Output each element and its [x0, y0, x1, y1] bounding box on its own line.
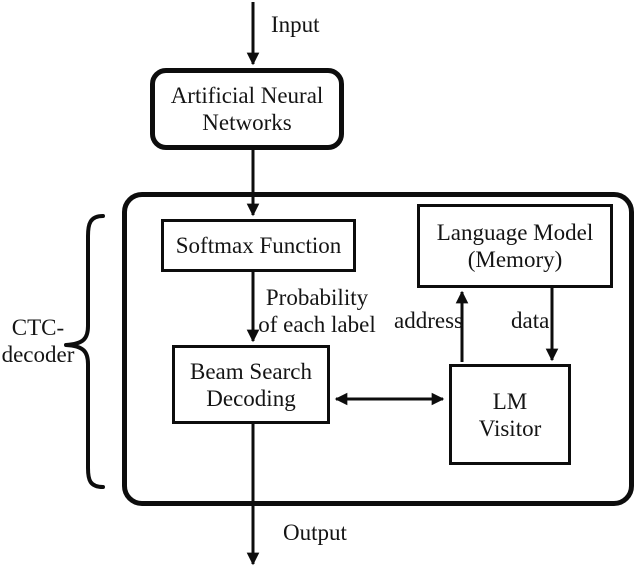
- language-model-label-line1: Language Model: [436, 220, 594, 245]
- artificial-neural-networks-box: Artificial Neural Networks: [150, 68, 344, 150]
- input-label: Input: [271, 12, 320, 37]
- ctc-decoder-label-line2: decoder: [1, 342, 75, 367]
- output-label: Output: [283, 520, 347, 545]
- softmax-box-label: Softmax Function: [175, 233, 342, 258]
- language-model-box: Language Model (Memory): [417, 204, 613, 288]
- probability-label: Probability of each label: [257, 284, 377, 338]
- ann-box-label-line1: Artificial Neural: [170, 83, 324, 108]
- softmax-function-box: Softmax Function: [161, 219, 356, 272]
- ctc-decoder-label-line1: CTC-: [11, 315, 65, 340]
- probability-label-line1: Probability: [265, 285, 369, 310]
- address-label: address: [394, 308, 463, 333]
- data-label: data: [511, 308, 550, 333]
- ctc-decoder-label: CTC- decoder: [0, 314, 76, 368]
- lm-visitor-label-line1: LM: [492, 388, 528, 414]
- language-model-label-line2: (Memory): [467, 247, 563, 272]
- probability-label-line2: of each label: [258, 312, 376, 337]
- beam-search-decoding-box: Beam Search Decoding: [172, 345, 330, 424]
- beam-search-label-line1: Beam Search: [190, 358, 312, 384]
- lm-visitor-label-line2: Visitor: [478, 415, 542, 441]
- lm-visitor-box: LM Visitor: [449, 364, 571, 465]
- ann-box-label-line2: Networks: [202, 110, 292, 135]
- beam-search-label-line2: Decoding: [206, 385, 296, 411]
